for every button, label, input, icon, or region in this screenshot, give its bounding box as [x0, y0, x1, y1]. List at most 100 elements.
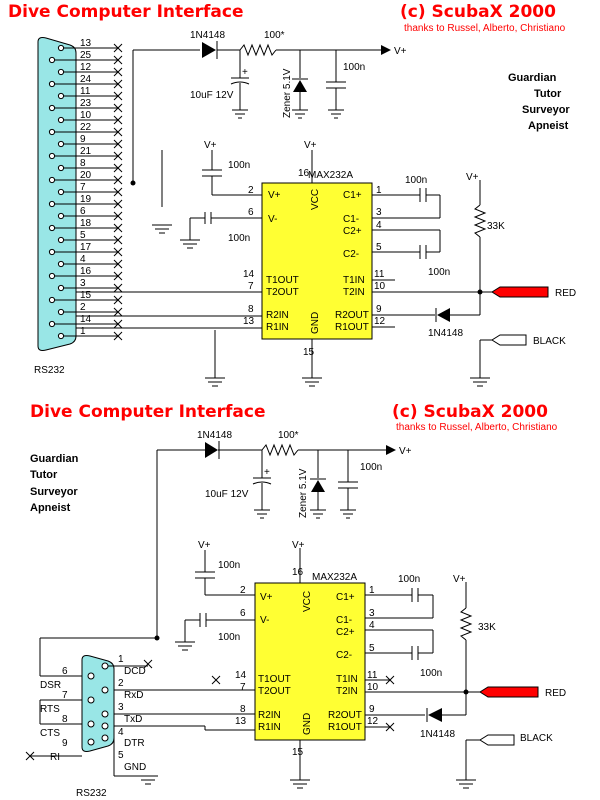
svg-text:12: 12	[374, 316, 386, 327]
db25-pin-number: 5	[80, 230, 86, 241]
bottom-connector-label: RS232	[76, 788, 107, 799]
bottom-chip-pin-labels: V+ V- VCC GND C1+ C1- C2+ C2- T1OUT T2OU…	[258, 591, 362, 735]
svg-text:13: 13	[235, 716, 247, 727]
svg-text:1: 1	[376, 185, 382, 196]
db25-pin-number: 18	[80, 218, 92, 229]
svg-text:V-: V-	[268, 214, 277, 225]
svg-text:T2IN: T2IN	[343, 287, 365, 298]
svg-text:GND: GND	[302, 713, 313, 735]
svg-text:7: 7	[248, 281, 254, 292]
svg-text:11: 11	[374, 269, 385, 280]
svg-text:R1IN: R1IN	[266, 322, 289, 333]
db25-pin-number: 12	[80, 62, 92, 73]
db9-signal-labels: DSR RTS CTS RI DCD RxD TxD DTR GND	[40, 666, 146, 773]
svg-text:TxD: TxD	[124, 714, 142, 725]
svg-text:R2OUT: R2OUT	[328, 710, 362, 721]
top-cap4-label: 100n	[405, 175, 427, 186]
db25-pin	[48, 56, 56, 64]
svg-text:T2IN: T2IN	[336, 686, 358, 697]
svg-text:15: 15	[303, 347, 315, 358]
top-resistor-label: 100*	[264, 30, 285, 41]
svg-text:10: 10	[374, 281, 386, 292]
db25-pin	[48, 296, 56, 304]
bottom-cap3-label: 100n	[218, 632, 240, 643]
db25-pin-number: 20	[80, 170, 92, 181]
top-model-1: Guardian	[508, 72, 557, 84]
svg-text:3: 3	[118, 702, 124, 713]
bottom-diode2-label: 1N4148	[420, 729, 455, 740]
db25-pin-number: 13	[80, 38, 92, 49]
top-vplus-a: V+	[204, 140, 217, 151]
db25-pin	[48, 200, 56, 208]
top-vplus-c: V+	[466, 172, 479, 183]
bottom-copyright: (c) ScubaX 2000	[392, 402, 548, 422]
svg-text:5: 5	[369, 643, 375, 654]
svg-text:+: +	[264, 467, 270, 478]
top-diode2-label: 1N4148	[428, 328, 463, 339]
svg-text:14: 14	[243, 269, 255, 280]
bottom-red-probe	[479, 686, 539, 698]
db25-pin-number: 2	[80, 302, 86, 313]
svg-text:R2OUT: R2OUT	[335, 310, 369, 321]
db25-pin-number: 1	[80, 326, 86, 337]
top-elec-cap-label: 10uF 12V	[190, 90, 234, 101]
svg-text:RxD: RxD	[124, 690, 143, 701]
bottom-elec-cap-label: 10uF 12V	[205, 489, 249, 500]
db25-pin-number: 24	[80, 74, 92, 85]
top-model-3: Surveyor	[522, 104, 570, 116]
svg-text:T1IN: T1IN	[336, 674, 358, 685]
svg-text:T1IN: T1IN	[343, 275, 365, 286]
top-model-4: Apneist	[528, 120, 569, 132]
svg-text:6: 6	[240, 608, 246, 619]
svg-text:C1-: C1-	[343, 214, 359, 225]
db25-pin	[57, 236, 65, 244]
svg-text:T1OUT: T1OUT	[258, 674, 291, 685]
bottom-pull-resistor-label: 33K	[478, 622, 496, 633]
svg-text:C1+: C1+	[343, 190, 362, 201]
svg-text:16: 16	[298, 168, 310, 179]
db25-pin	[48, 152, 56, 160]
junction-dot	[130, 180, 136, 186]
db25-pin-number: 9	[80, 134, 86, 145]
bottom-max232-chip	[254, 582, 366, 741]
svg-text:V+: V+	[260, 592, 273, 603]
bottom-vplus-c: V+	[453, 574, 466, 585]
db25-pin	[57, 68, 65, 76]
diode-symbol	[202, 42, 216, 58]
top-model-2: Tutor	[534, 88, 562, 100]
db25-pin	[57, 308, 65, 316]
svg-text:11: 11	[367, 670, 378, 681]
db25-pin	[48, 80, 56, 88]
svg-text:R2IN: R2IN	[266, 310, 289, 321]
db25-pin	[57, 260, 65, 268]
bottom-zener-label: Zener 5.1V	[298, 468, 309, 518]
resistor-symbol	[239, 43, 277, 57]
svg-text:7: 7	[62, 690, 68, 701]
bottom-vplus-label: V+	[399, 446, 412, 457]
db25-pin	[48, 320, 56, 328]
svg-text:3: 3	[369, 608, 375, 619]
svg-text:V+: V+	[268, 190, 281, 201]
db25-pin-number: 14	[80, 314, 92, 325]
svg-text:+: +	[242, 67, 248, 78]
svg-text:8: 8	[240, 704, 246, 715]
svg-text:9: 9	[376, 304, 382, 315]
svg-text:T1OUT: T1OUT	[266, 275, 299, 286]
svg-text:2: 2	[248, 185, 254, 196]
svg-text:V-: V-	[260, 615, 269, 626]
svg-text:14: 14	[235, 670, 247, 681]
db25-pin	[57, 44, 65, 52]
db25-pin-number: 17	[80, 242, 92, 253]
db25-pin	[57, 92, 65, 100]
bottom-model-1: Guardian	[30, 453, 79, 465]
db25-pin-number: 4	[80, 254, 86, 265]
svg-text:C1-: C1-	[336, 615, 352, 626]
top-black-probe	[491, 334, 527, 346]
bottom-vplus-b: V+	[292, 540, 305, 551]
svg-text:16: 16	[292, 567, 304, 578]
svg-text:DTR: DTR	[124, 738, 145, 749]
svg-text:C1+: C1+	[336, 592, 355, 603]
bottom-vplus-a: V+	[198, 540, 211, 551]
